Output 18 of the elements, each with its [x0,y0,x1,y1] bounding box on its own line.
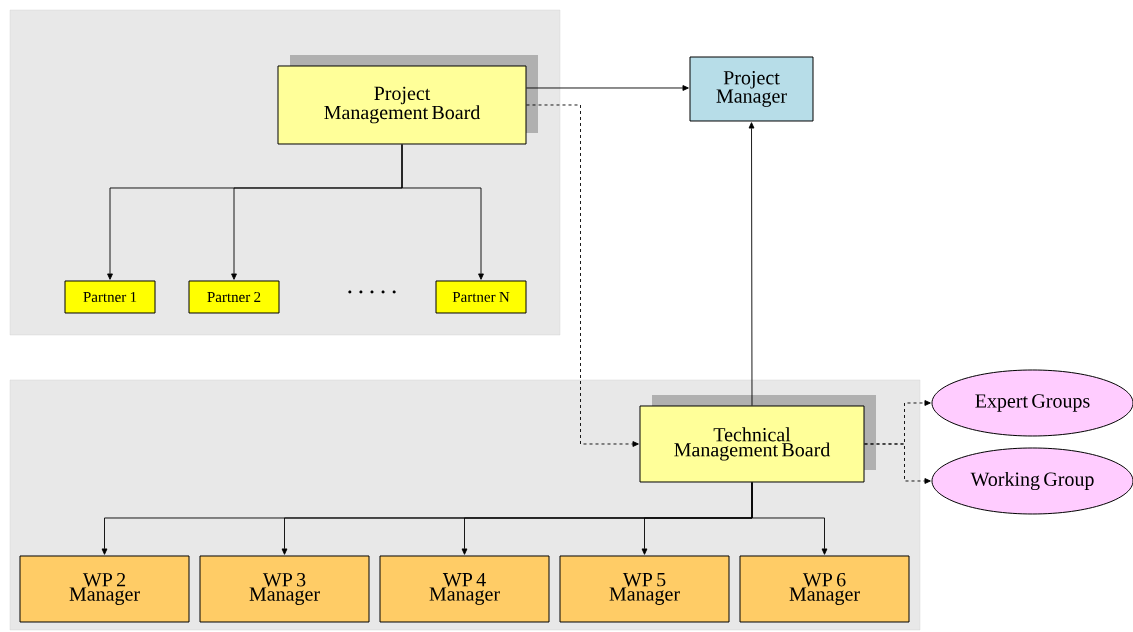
arrow [864,443,931,484]
arrow [751,482,828,555]
manager-box: WP 6 Manager [739,555,910,623]
manager-box: WP 3 Manager [199,555,370,623]
partner-box: Partner 2 [188,280,280,314]
manager-box: Project Manager [689,56,814,122]
board-box: Project Management Board [277,65,527,145]
arrow [401,144,484,280]
ellipsis: . . . . . [348,290,396,294]
manager-box: WP 4 Manager [379,555,550,623]
manager-box: WP 5 Manager [559,555,730,623]
board-box: Technical Management Board [639,405,865,483]
partner-box: Partner 1 [64,280,156,314]
arrow [526,85,689,91]
partner-box: Partner N [435,280,527,314]
manager-box: WP 2 Manager [19,555,190,623]
arrow [748,122,755,406]
arrow [526,104,639,447]
